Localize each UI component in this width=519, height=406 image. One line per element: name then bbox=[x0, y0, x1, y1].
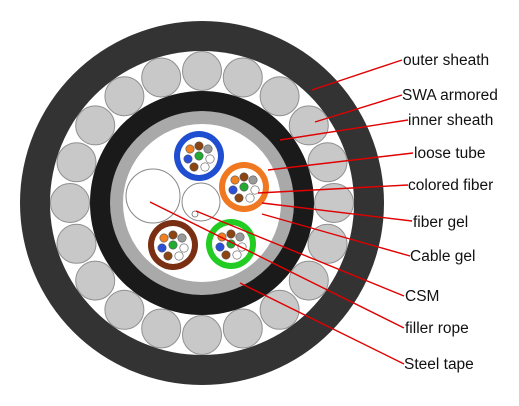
colored-fiber bbox=[157, 243, 167, 253]
colored-fiber bbox=[168, 240, 178, 250]
loose-tube-orange bbox=[219, 162, 269, 212]
label-csm: CSM bbox=[405, 288, 440, 305]
armor-wire bbox=[259, 76, 300, 117]
armor-wire bbox=[141, 308, 182, 349]
armor-wire bbox=[288, 105, 329, 146]
colored-fiber bbox=[228, 185, 238, 195]
leader-outer-sheath bbox=[311, 59, 403, 91]
colored-fiber bbox=[200, 162, 210, 172]
colored-fiber bbox=[221, 250, 231, 260]
label-filler-rope: filler rope bbox=[405, 320, 469, 337]
colored-fiber bbox=[248, 175, 258, 185]
leader-loose-tube bbox=[267, 152, 414, 171]
colored-fiber bbox=[179, 243, 189, 253]
label-steel-tape: Steel tape bbox=[404, 356, 474, 373]
leader-steel-tape bbox=[239, 282, 405, 365]
colored-fiber bbox=[226, 229, 236, 239]
colored-fiber bbox=[194, 151, 204, 161]
leader-colored-fiber bbox=[257, 184, 409, 194]
label-colored-fiber: colored fiber bbox=[408, 177, 494, 194]
colored-fiber bbox=[245, 193, 255, 203]
armor-wire bbox=[307, 223, 348, 264]
armor-wire bbox=[222, 57, 263, 98]
colored-fiber bbox=[234, 193, 244, 203]
colored-fiber bbox=[239, 182, 249, 192]
filler-rope-small bbox=[181, 182, 221, 222]
armor-wire bbox=[104, 289, 145, 330]
colored-fiber bbox=[185, 144, 195, 154]
leader-cable-gel bbox=[261, 213, 411, 257]
armor-wire bbox=[50, 183, 90, 223]
colored-fiber bbox=[215, 242, 225, 252]
colored-fiber bbox=[163, 251, 173, 261]
leader-fiber-gel bbox=[261, 202, 413, 222]
filler-rope-large bbox=[125, 168, 181, 224]
label-swa-armored: SWA armored bbox=[402, 87, 498, 104]
armor-wire bbox=[141, 57, 182, 98]
label-fiber-gel: fiber gel bbox=[413, 214, 469, 231]
colored-fiber bbox=[230, 175, 240, 185]
armor-wire bbox=[75, 105, 116, 146]
armor-wire bbox=[307, 142, 348, 183]
armor-wire bbox=[56, 223, 97, 264]
label-cable-gel: Cable gel bbox=[410, 248, 476, 265]
colored-fiber bbox=[194, 141, 204, 151]
armor-wire bbox=[222, 308, 263, 349]
armor-wire bbox=[56, 142, 97, 183]
loose-tube-blue bbox=[174, 131, 224, 181]
leader-inner-sheath bbox=[279, 119, 409, 141]
loose-tube-green bbox=[206, 219, 256, 269]
armor-wire bbox=[75, 260, 116, 301]
armor-wire bbox=[104, 76, 145, 117]
colored-fiber bbox=[205, 154, 215, 164]
colored-fiber bbox=[232, 250, 242, 260]
loose-tube-brown bbox=[148, 220, 198, 270]
leader-swa-armored bbox=[314, 94, 403, 123]
colored-fiber bbox=[177, 233, 187, 243]
armor-wire bbox=[182, 315, 222, 355]
colored-fiber bbox=[250, 185, 260, 195]
colored-fiber bbox=[183, 154, 193, 164]
armor-wire bbox=[259, 289, 300, 330]
colored-fiber bbox=[239, 172, 249, 182]
leader-csm bbox=[195, 210, 405, 297]
colored-fiber bbox=[235, 232, 245, 242]
leader-filler-rope bbox=[149, 201, 405, 329]
csm-center-member bbox=[191, 210, 199, 218]
loose-tubes bbox=[148, 131, 269, 270]
colored-fiber bbox=[203, 144, 213, 154]
label-loose-tube: loose tube bbox=[414, 145, 486, 162]
label-inner-sheath: inner sheath bbox=[408, 112, 494, 129]
colored-fiber bbox=[174, 251, 184, 261]
colored-fiber bbox=[168, 230, 178, 240]
armor-wire bbox=[182, 51, 222, 91]
colored-fiber bbox=[159, 233, 169, 243]
colored-fiber bbox=[189, 162, 199, 172]
label-outer-sheath: outer sheath bbox=[403, 52, 490, 69]
leader-lines bbox=[149, 59, 414, 365]
